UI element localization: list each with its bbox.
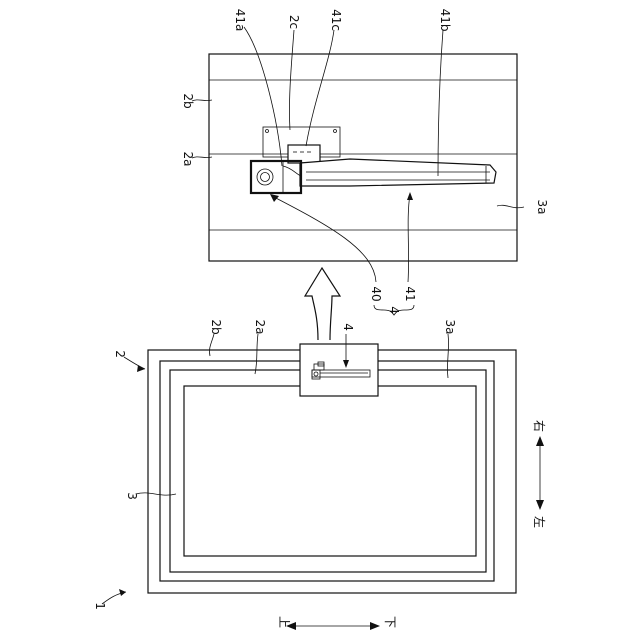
label-41: 41 xyxy=(403,286,417,301)
pivot-body-41a xyxy=(251,161,301,193)
label-left: 左 xyxy=(532,516,547,528)
leader-41c xyxy=(306,30,334,146)
label-4-brace: 4 xyxy=(387,306,401,314)
arm-41b xyxy=(300,159,496,186)
upper-detail xyxy=(209,54,517,261)
label-right: 右 xyxy=(532,420,547,432)
pivot-40 xyxy=(257,169,273,185)
label-up: 上 xyxy=(277,616,291,628)
label-2: 2 xyxy=(113,350,127,358)
label-down: 下 xyxy=(383,616,397,628)
label-4-low: 4 xyxy=(341,323,355,331)
label-2b-up: 2b xyxy=(181,93,195,108)
up-down-indicator xyxy=(286,622,380,630)
left-right-indicator xyxy=(536,436,544,510)
leader-41 xyxy=(408,194,410,282)
leader-2a-low xyxy=(255,334,258,374)
glass-panel-3 xyxy=(184,386,476,556)
label-3a-low: 3a xyxy=(443,320,457,335)
arrowhead-1 xyxy=(119,589,126,596)
enlarge-arrow xyxy=(305,268,340,340)
inner-frame xyxy=(170,370,486,572)
lower-assembly xyxy=(148,344,516,593)
arrowhead-41 xyxy=(407,192,413,200)
leader-40 xyxy=(272,196,376,282)
arrowhead-40 xyxy=(270,194,279,202)
label-1: 1 xyxy=(93,602,107,610)
label-2a-up: 2a xyxy=(181,152,195,167)
label-40: 40 xyxy=(369,286,383,301)
label-41c: 41c xyxy=(329,9,343,31)
leader-3a-up xyxy=(497,205,524,208)
label-2a-low: 2a xyxy=(253,320,267,335)
label-41a: 41a xyxy=(233,9,247,32)
label-3a-up: 3a xyxy=(535,200,549,215)
leader-2b-low xyxy=(209,334,214,356)
label-2c: 2c xyxy=(287,15,301,29)
arrowhead-2 xyxy=(137,365,145,372)
label-2b-low: 2b xyxy=(209,319,223,334)
leader-3a-low xyxy=(447,334,448,378)
label-41b: 41b xyxy=(438,9,452,32)
label-3: 3 xyxy=(125,492,139,500)
